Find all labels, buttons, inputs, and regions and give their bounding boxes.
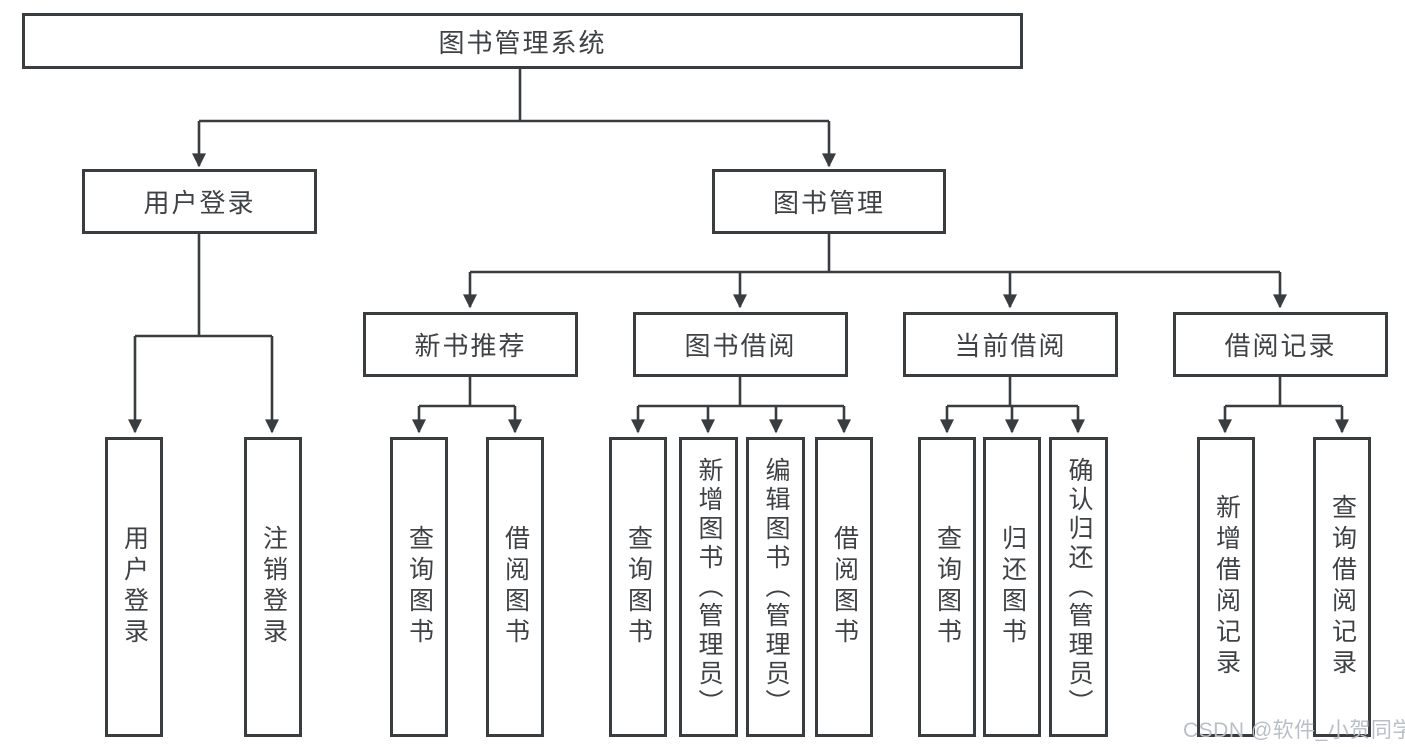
leaf-confirm-return-admin: 确认归还（管理员） <box>1049 437 1108 737</box>
node-current-borrow: 当前借阅 <box>903 312 1118 377</box>
node-borrow-records: 借阅记录 <box>1173 312 1388 377</box>
leaf-add-borrow-record: 新增借阅记录 <box>1197 437 1255 737</box>
leaf-query-books-current: 查询图书 <box>918 437 976 737</box>
leaf-return-book: 归还图书 <box>983 437 1041 737</box>
node-new-book-recommend: 新书推荐 <box>363 312 578 377</box>
leaf-query-borrow-record: 查询借阅记录 <box>1313 437 1371 737</box>
leaf-borrow-books: 借阅图书 <box>815 437 873 737</box>
leaf-edit-book-admin: 编辑图书（管理员） <box>746 437 805 737</box>
leaf-user-login: 用户登录 <box>105 437 163 737</box>
leaf-add-book-admin: 新增图书（管理员） <box>679 437 738 737</box>
leaf-query-books-borrow: 查询图书 <box>609 437 667 737</box>
leaf-logout: 注销登录 <box>244 437 302 737</box>
node-library-system: 图书管理系统 <box>22 13 1023 69</box>
leaf-query-books-recommend: 查询图书 <box>390 437 448 737</box>
watermark: CSDN @软件_小贺同学 <box>1183 719 1405 742</box>
node-book-management: 图书管理 <box>712 169 946 234</box>
node-book-borrow: 图书借阅 <box>633 312 848 377</box>
node-user-login: 用户登录 <box>82 169 317 234</box>
leaf-borrow-books-recommend: 借阅图书 <box>486 437 544 737</box>
